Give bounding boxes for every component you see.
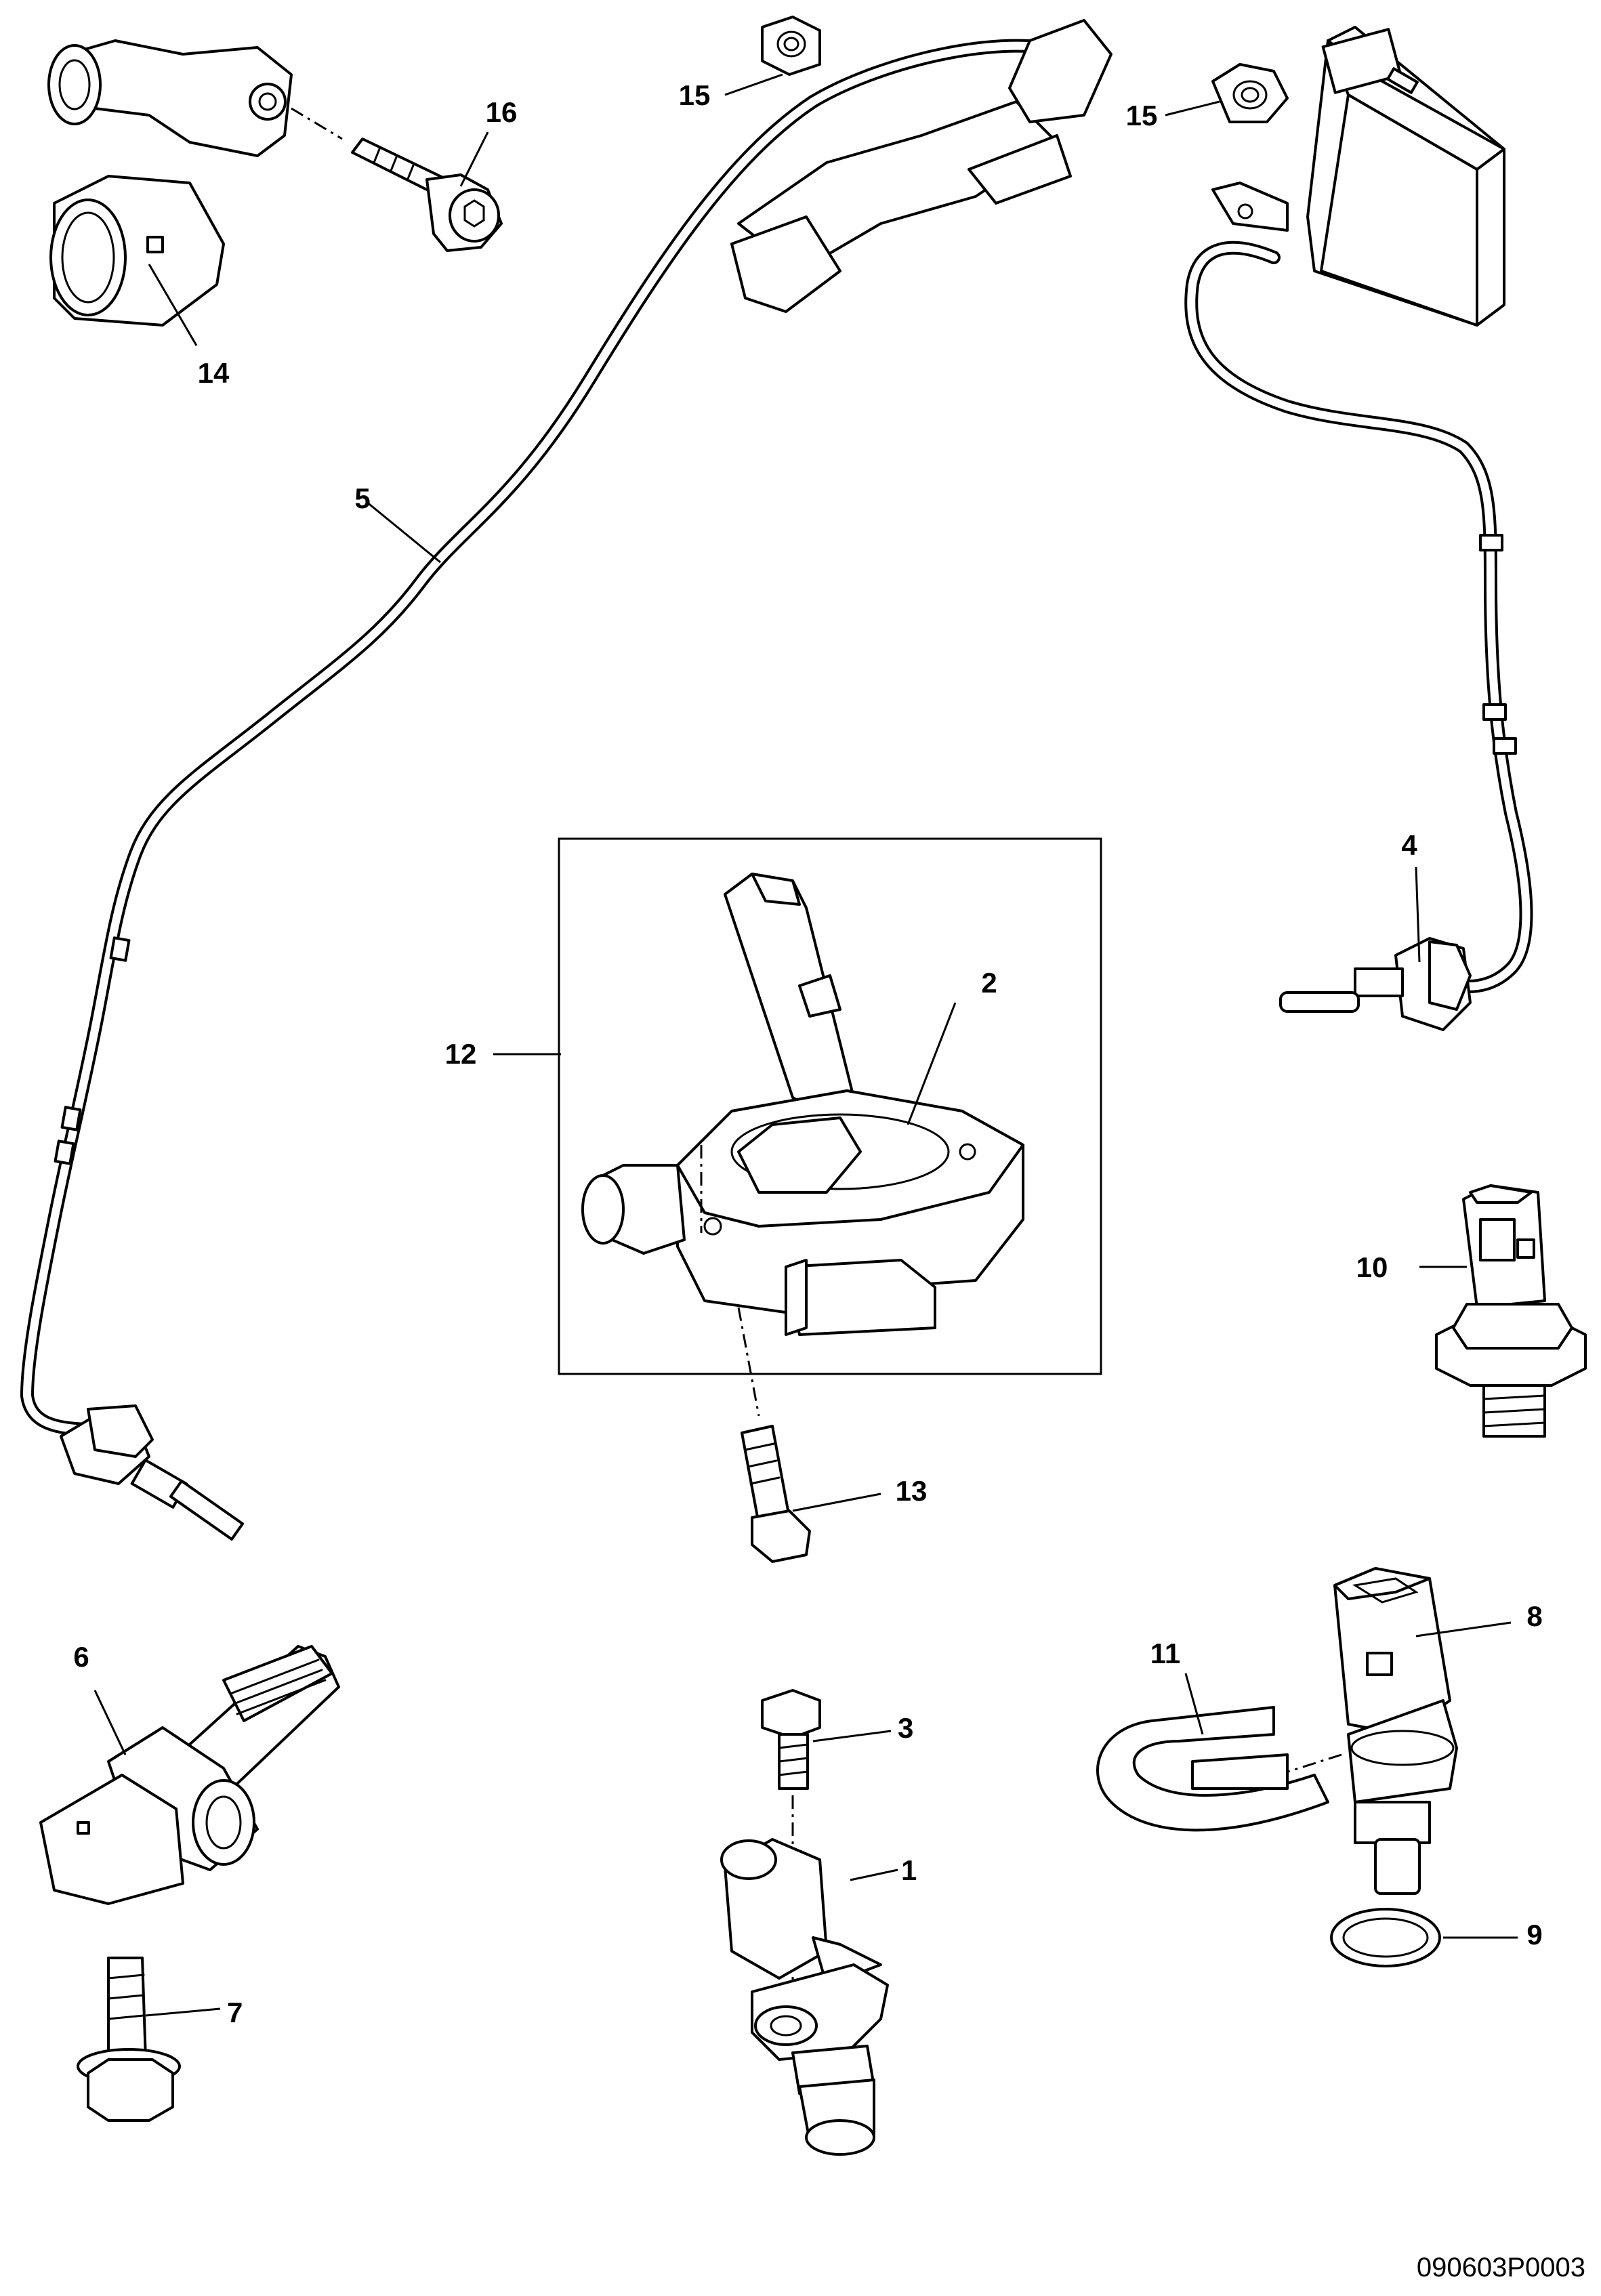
part-5-temperature-sender-cable — [20, 19, 1113, 1541]
part-14-speed-sensor — [47, 39, 343, 327]
part-1-camshaft-sensor — [720, 1838, 889, 2156]
part-11-retaining-clip — [1096, 1706, 1329, 1832]
callout-6: 6 — [73, 1641, 89, 1673]
drawing-number: 090603P0003 — [1417, 2253, 1585, 2282]
callout-14: 14 — [198, 357, 230, 389]
callout-5: 5 — [354, 482, 370, 514]
part-8-temperature-sender — [1266, 1567, 1458, 1895]
callout-8: 8 — [1526, 1600, 1542, 1632]
callout-7: 7 — [227, 1997, 243, 2028]
callout-1: 1 — [901, 1854, 917, 1886]
leader-lines — [93, 73, 1518, 2017]
part-4-temperature-sensor-with-control-unit — [1184, 26, 1533, 1031]
callout-15-left: 15 — [679, 79, 711, 111]
callout-4: 4 — [1401, 829, 1417, 861]
callout-9: 9 — [1526, 1919, 1542, 1950]
callout-11: 11 — [1150, 1637, 1180, 1669]
part-6-speed-sensor — [39, 1645, 340, 1905]
part-10-oil-pressure-switch — [1435, 1184, 1587, 1438]
part-15-nut-left — [761, 16, 821, 76]
callout-15-right: 15 — [1126, 100, 1158, 131]
callout-2: 2 — [981, 967, 997, 999]
part-16-bolt — [351, 138, 503, 252]
part-12-oil-level-sender-group — [558, 837, 1102, 1417]
callout-12: 12 — [445, 1038, 477, 1070]
part-13-bolt — [741, 1425, 811, 1563]
callout-16: 16 — [486, 96, 518, 128]
part-3-bolt — [761, 1689, 821, 2005]
callouts: 1 2 3 4 5 6 7 8 9 10 11 12 13 14 15 15 1… — [73, 79, 1542, 2028]
callout-10: 10 — [1356, 1251, 1388, 1283]
part-7-bolt — [77, 1957, 181, 2122]
group-frame — [558, 837, 1102, 1375]
callout-3: 3 — [898, 1712, 913, 1744]
part-15-nut-right — [1211, 63, 1289, 123]
callout-13: 13 — [896, 1475, 928, 1507]
part-9-o-ring — [1330, 1908, 1441, 1967]
